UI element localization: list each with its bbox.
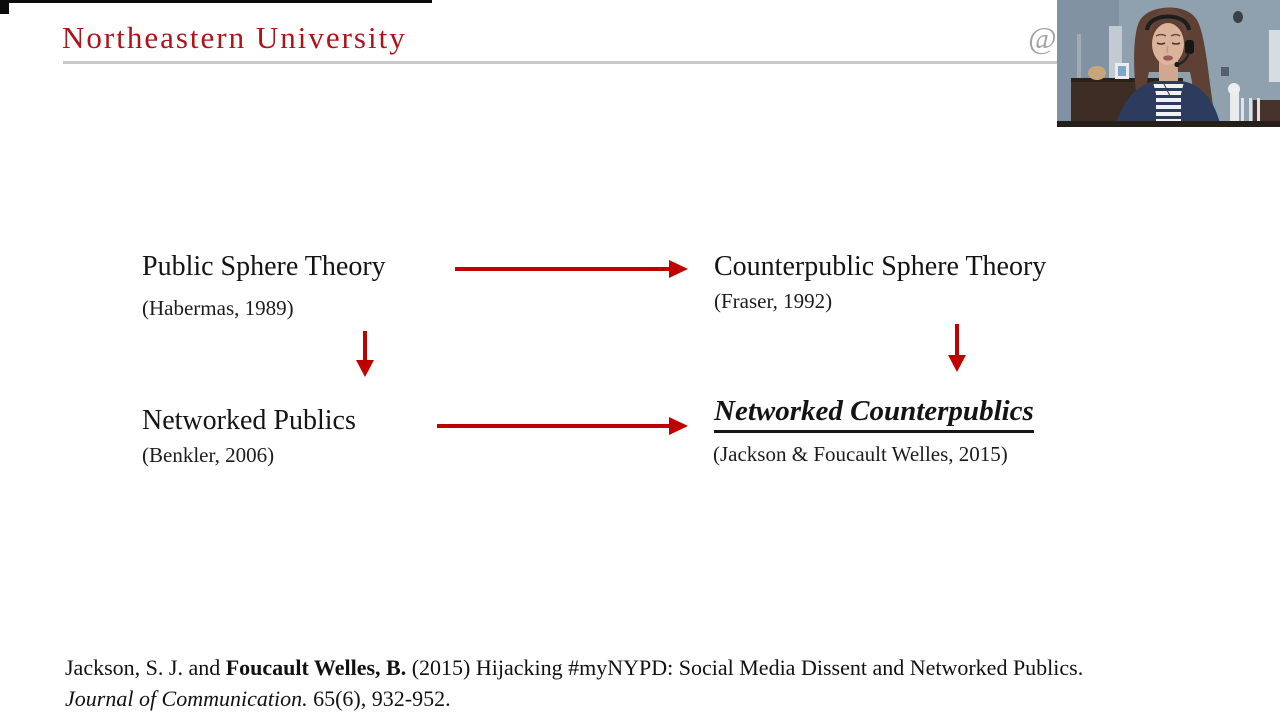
at-symbol: @	[1028, 20, 1057, 55]
arrow-public-to-counterpublic	[455, 267, 671, 271]
node-networked-counterpublics-title: Networked Counterpublics	[714, 395, 1034, 433]
top-letterbox-artifact	[0, 0, 432, 3]
citation-bold-author: Foucault Welles, B.	[225, 655, 407, 680]
node-title: Public Sphere Theory	[142, 251, 386, 282]
node-cite: (Jackson & Foucault Welles, 2015)	[713, 442, 1008, 466]
node-title: Counterpublic Sphere Theory	[714, 251, 1047, 282]
node-cite: (Fraser, 1992)	[714, 289, 833, 313]
node-title: Networked Publics	[142, 405, 356, 436]
node-cite: (Habermas, 1989)	[142, 296, 294, 320]
node-networked-publics-cite: (Benkler, 2006)	[142, 443, 274, 468]
node-networked-publics-title: Networked Publics	[142, 405, 356, 437]
citation-line-2: Journal of Communication. 65(6), 932-952…	[65, 683, 1245, 714]
citation-text: Jackson, S. J. and	[65, 655, 226, 680]
arrow-public-to-networked	[363, 331, 367, 362]
node-public-sphere-cite: (Habermas, 1989)	[142, 296, 294, 321]
presenter-avatar	[1115, 7, 1221, 127]
node-public-sphere-title: Public Sphere Theory	[142, 251, 386, 283]
node-counterpublic-sphere-cite: (Fraser, 1992)	[714, 289, 832, 314]
node-counterpublic-sphere-title: Counterpublic Sphere Theory	[714, 251, 1046, 283]
corner-letterbox-artifact	[0, 0, 9, 14]
citation-journal: Journal of Communication.	[65, 686, 308, 711]
arrow-counterpublic-to-networked-counterpublics	[955, 324, 959, 356]
citation-line-1: Jackson, S. J. and Foucault Welles, B. (…	[65, 652, 1245, 683]
citation-text: (2015) Hijacking #myNYPD: Social Media D…	[406, 655, 1084, 680]
headset-icon	[1145, 14, 1194, 68]
node-networked-counterpublics-cite: (Jackson & Foucault Welles, 2015)	[713, 442, 1008, 467]
node-cite: (Benkler, 2006)	[142, 443, 275, 467]
arrow-down-head-icon	[356, 360, 374, 377]
arrow-down-head-icon	[948, 355, 966, 372]
citation-text: 65(6), 932-952.	[307, 686, 451, 711]
reference-citation: Jackson, S. J. and Foucault Welles, B. (…	[65, 652, 1245, 714]
node-title: Networked Counterpublics	[714, 395, 1034, 433]
arrow-right-head-icon	[669, 417, 688, 435]
university-wordmark: Northeastern University	[62, 20, 407, 55]
header-divider	[63, 61, 1060, 64]
webcam-overlay	[1057, 0, 1280, 127]
arrow-networked-to-counterpublics	[437, 424, 671, 428]
presenter-video	[1057, 0, 1280, 127]
arrow-right-head-icon	[669, 260, 688, 278]
